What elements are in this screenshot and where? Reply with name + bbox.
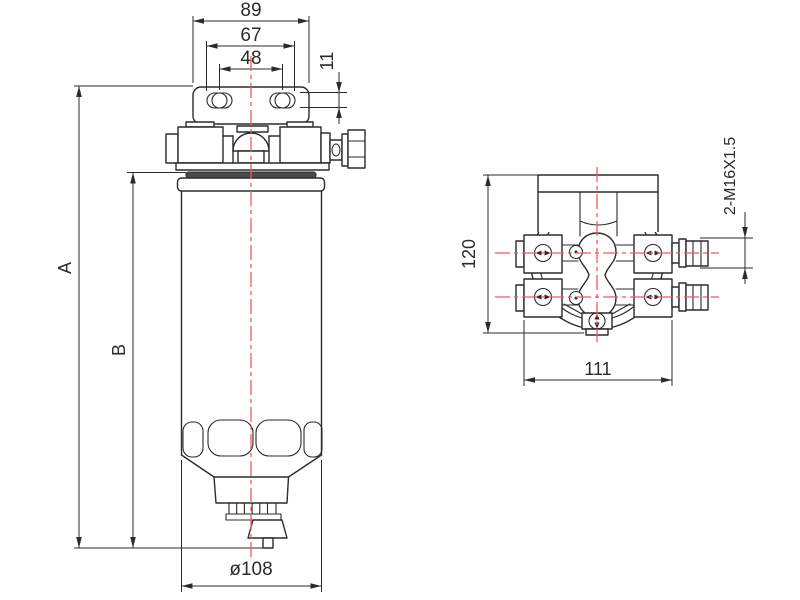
dim-text-67: 67 bbox=[240, 25, 261, 46]
dim-ports: 2-M16X1.5 bbox=[700, 137, 753, 284]
dim-slot-width: 11 bbox=[300, 52, 347, 124]
front-view: 89 67 48 11 bbox=[55, 0, 366, 592]
dim-body-diameter: ø108 bbox=[181, 460, 322, 592]
dim-text-120: 120 bbox=[459, 239, 479, 269]
dim-slot-outer-span: 67 bbox=[206, 25, 295, 91]
bolt-blocks bbox=[515, 234, 673, 318]
dim-top-width: 111 bbox=[523, 320, 673, 386]
base-taper bbox=[180, 454, 323, 478]
dim-top-height: 120 bbox=[459, 174, 584, 334]
ribbed-ring bbox=[225, 502, 282, 521]
wrench-lobe bbox=[255, 419, 302, 457]
dim-bracket-width: 89 bbox=[192, 0, 310, 83]
dim-text-ports: 2-M16X1.5 bbox=[722, 137, 739, 215]
filter-head bbox=[165, 121, 366, 179]
drain-stem bbox=[262, 537, 274, 549]
top-view: 120 111 2-M16X1.5 bbox=[459, 137, 753, 386]
top-bracket bbox=[537, 174, 659, 237]
side-fitting bbox=[329, 129, 366, 169]
bracket-hole-left bbox=[211, 92, 228, 109]
drain-valve bbox=[247, 519, 288, 549]
dim-text-11: 11 bbox=[317, 52, 337, 71]
dim-text-diameter: ø108 bbox=[229, 559, 272, 580]
dim-text-89: 89 bbox=[240, 0, 261, 21]
dim-text-111: 111 bbox=[584, 359, 611, 379]
dim-overall-height: A bbox=[55, 85, 193, 548]
wrench-lobe bbox=[207, 419, 254, 457]
wrench-lobe bbox=[182, 421, 204, 458]
dim-text-A: A bbox=[55, 262, 75, 274]
wrench-lobe bbox=[303, 421, 323, 458]
port-fittings bbox=[671, 238, 709, 312]
bracket-hole-right bbox=[274, 92, 291, 109]
dim-body-height: B bbox=[74, 172, 263, 549]
hex-nut bbox=[347, 129, 366, 169]
dim-text-B: B bbox=[109, 344, 129, 356]
